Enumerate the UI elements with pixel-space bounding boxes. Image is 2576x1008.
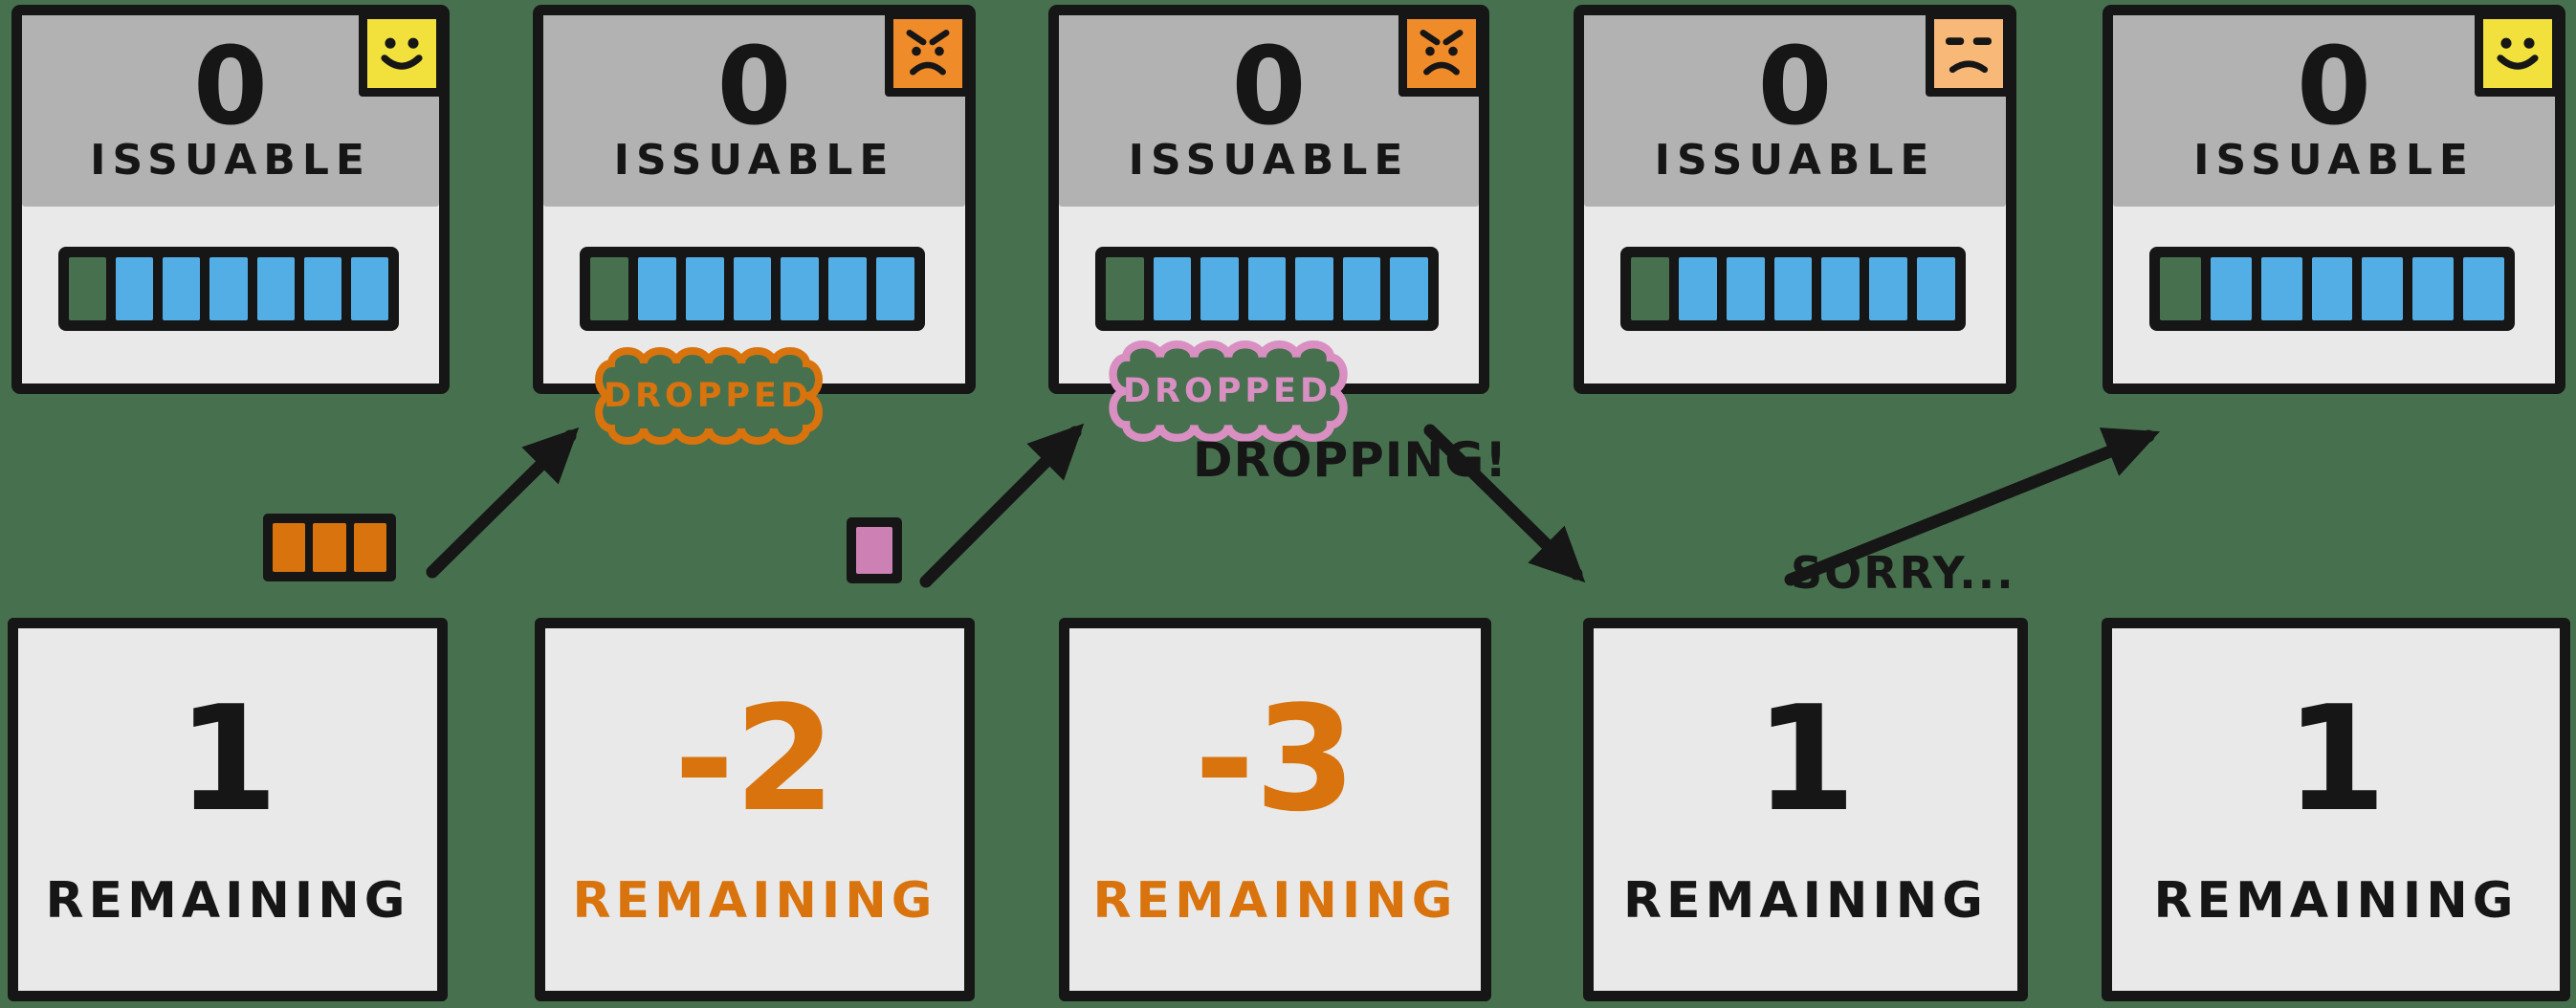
issuable-card-5: 0 ISSUABLE xyxy=(2103,5,2565,394)
issuable-card-1: 0 ISSUABLE xyxy=(11,5,450,394)
remaining-label: REMAINING xyxy=(1092,872,1458,930)
dropped-token-chip xyxy=(847,517,902,583)
progress-bar xyxy=(1620,247,1966,331)
progress-bar xyxy=(1095,247,1439,331)
progress-cell-filled xyxy=(209,257,248,320)
progress-bar xyxy=(580,247,925,331)
remaining-label: REMAINING xyxy=(572,872,937,930)
progress-cell-filled xyxy=(1917,257,1956,320)
dropped-tokens-tray xyxy=(263,514,396,581)
happy-face-icon xyxy=(2475,11,2561,97)
progress-cell-empty xyxy=(590,257,628,320)
progress-cell-filled xyxy=(1869,257,1908,320)
progress-cell-filled xyxy=(1153,257,1192,320)
progress-cell-filled xyxy=(2311,257,2353,320)
progress-cell-filled xyxy=(637,257,676,320)
progress-cell-filled xyxy=(1773,257,1813,320)
progress-cell-filled xyxy=(303,257,341,320)
progress-cell-filled xyxy=(1678,257,1717,320)
issuable-count: 0 xyxy=(193,25,268,149)
progress-cell-filled xyxy=(2210,257,2252,320)
remaining-card-2: -2 REMAINING xyxy=(535,618,975,1001)
progress-cell-filled xyxy=(2260,257,2302,320)
dropping-label: DROPPING! xyxy=(1193,432,1508,488)
progress-cell-filled xyxy=(1247,257,1287,320)
issuable-card-3: 0 ISSUABLE xyxy=(1048,5,1489,394)
happy-face-icon xyxy=(359,11,445,97)
unamused-face-icon xyxy=(1926,11,2012,97)
progress-cell-filled xyxy=(1821,257,1860,320)
remaining-card-4: 1 REMAINING xyxy=(1583,618,2028,1001)
dropped-badge-pink: DROPPED xyxy=(1102,340,1353,442)
progress-cell-filled xyxy=(856,527,892,574)
remaining-value: 1 xyxy=(2285,674,2387,844)
progress-cell-filled xyxy=(1200,257,1239,320)
progress-cell-empty xyxy=(69,257,107,320)
progress-cell-empty xyxy=(2160,257,2201,320)
issuable-count: 0 xyxy=(2297,25,2371,149)
issuable-count: 0 xyxy=(716,25,792,149)
arrow-drop-1-icon xyxy=(426,427,580,579)
progress-cell-filled xyxy=(273,523,306,572)
progress-cell-filled xyxy=(353,523,386,572)
progress-cell-filled xyxy=(1295,257,1333,320)
angry-face-icon xyxy=(885,11,971,97)
progress-cell-filled xyxy=(685,257,724,320)
issuable-card-4: 0 ISSUABLE xyxy=(1574,5,2016,394)
remaining-label: REMAINING xyxy=(1623,872,1988,930)
progress-cell-filled xyxy=(2412,257,2455,320)
sorry-label: SORRY... xyxy=(1791,547,2015,599)
dropped-badge-orange: DROPPED xyxy=(588,347,827,445)
progress-cell-empty xyxy=(1106,257,1144,320)
remaining-card-1: 1 REMAINING xyxy=(8,618,448,1001)
progress-cell-filled xyxy=(256,257,295,320)
progress-cell-filled xyxy=(828,257,868,320)
progress-cell-filled xyxy=(350,257,388,320)
issuable-label: ISSUABLE xyxy=(613,136,895,185)
progress-bar xyxy=(58,247,399,331)
dropped-label: DROPPED xyxy=(1122,372,1332,410)
progress-cell-empty xyxy=(1631,257,1669,320)
remaining-card-3: -3 REMAINING xyxy=(1059,618,1491,1001)
remaining-value: -2 xyxy=(673,674,836,844)
issuable-label: ISSUABLE xyxy=(90,136,371,185)
issuable-label: ISSUABLE xyxy=(1128,136,1410,185)
remaining-card-5: 1 REMAINING xyxy=(2102,618,2570,1001)
remaining-label: REMAINING xyxy=(45,872,410,930)
progress-cell-filled xyxy=(1342,257,1381,320)
issuable-count: 0 xyxy=(1231,25,1307,149)
issuable-count: 0 xyxy=(1757,25,1833,149)
arrow-drop-2-icon xyxy=(919,423,1085,588)
progress-cell-filled xyxy=(876,257,915,320)
progress-cell-filled xyxy=(1390,257,1429,320)
remaining-label: REMAINING xyxy=(2153,872,2519,930)
progress-cell-filled xyxy=(781,257,820,320)
progress-cell-filled xyxy=(1726,257,1765,320)
progress-cell-filled xyxy=(2463,257,2505,320)
progress-cell-filled xyxy=(116,257,154,320)
issuable-label: ISSUABLE xyxy=(2193,136,2475,185)
dropped-label: DROPPED xyxy=(603,377,813,415)
remaining-value: 1 xyxy=(1754,674,1857,844)
issuable-card-2: 0 ISSUABLE xyxy=(533,5,976,394)
angry-face-icon xyxy=(1398,11,1485,97)
progress-cell-filled xyxy=(2362,257,2404,320)
progress-bar xyxy=(2149,247,2515,331)
progress-cell-filled xyxy=(163,257,201,320)
progress-cell-filled xyxy=(313,523,346,572)
remaining-value: -3 xyxy=(1194,674,1356,844)
issuable-label: ISSUABLE xyxy=(1654,136,1936,185)
remaining-value: 1 xyxy=(177,674,278,844)
progress-cell-filled xyxy=(733,257,772,320)
